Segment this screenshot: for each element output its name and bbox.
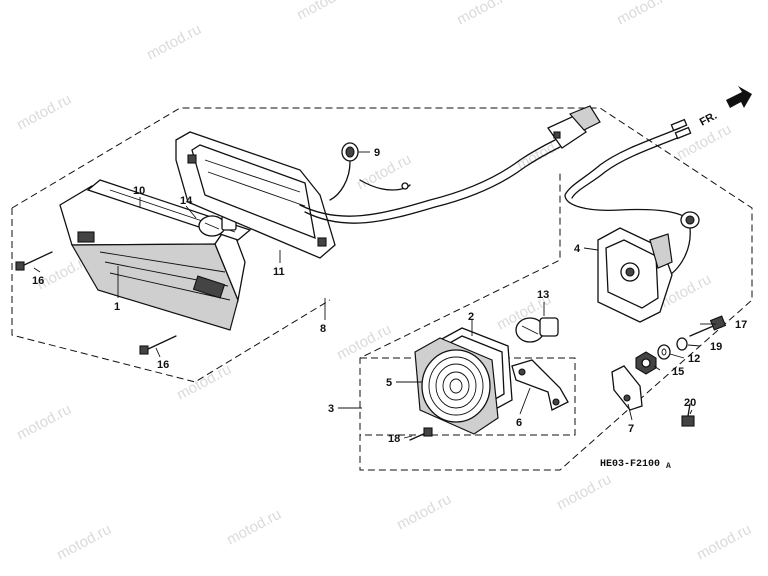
part-12-washer (657, 344, 671, 360)
part-17-bolt (689, 315, 727, 337)
watermark-text: motod.ru (394, 491, 454, 534)
callout-2: 2 (468, 311, 474, 323)
callouts: 1 2 3 4 5 6 7 8 9 10 11 12 13 14 15 16 1… (32, 147, 747, 445)
callout-4: 4 (574, 243, 581, 255)
callout-10: 10 (133, 185, 145, 197)
watermark-text: motod.ru (554, 471, 614, 514)
callout-20: 20 (684, 397, 696, 409)
callout-16: 16 (157, 359, 169, 371)
arrow-icon (726, 86, 752, 108)
wire-harness-left (299, 105, 601, 224)
callout-17: 17 (735, 319, 747, 331)
part-11-housing (175, 131, 336, 259)
watermark-text: motod.ru (694, 521, 754, 564)
watermark-text: motod.ru (614, 0, 674, 29)
part-9-grommet (329, 142, 359, 201)
watermark-text: motod.ru (174, 361, 234, 404)
part-7-bracket (611, 365, 643, 411)
callout-8: 8 (320, 323, 326, 335)
part-19-washer (676, 337, 688, 351)
callout-6: 6 (516, 417, 522, 429)
callout-9: 9 (374, 147, 380, 159)
part-18-screw (409, 427, 433, 441)
watermark-text: motod.ru (14, 401, 74, 444)
part-5-lens (414, 337, 499, 435)
boundary-line (11, 107, 753, 471)
callout-12: 12 (688, 353, 700, 365)
part-20-bolt (681, 403, 695, 427)
watermark-text: motod.ru (454, 0, 514, 29)
watermark-text: motod.ru (224, 506, 284, 549)
boundary-line (11, 208, 331, 383)
callout-5: 5 (386, 377, 392, 389)
part-4-socket-housing (597, 227, 673, 323)
part-16-screw-bottom (139, 335, 177, 355)
callout-15: 15 (672, 366, 684, 378)
assembly-boundaries (11, 107, 753, 471)
callout-16: 16 (32, 275, 44, 287)
part-13-bulb (515, 317, 559, 343)
callout-11: 11 (273, 266, 285, 278)
watermark-text: motod.ru (294, 0, 354, 24)
watermark-text: motod.ru (14, 91, 74, 134)
leader-lines (33, 151, 716, 439)
watermark-text: motod.ru (144, 21, 204, 64)
hardware-set (15, 251, 727, 441)
part-6-bracket (511, 359, 569, 411)
watermark-text: motod.ru (54, 521, 114, 564)
callout-18: 18 (388, 433, 400, 445)
boundary-line (360, 357, 576, 436)
callout-14: 14 (180, 195, 193, 207)
callout-19: 19 (710, 341, 722, 353)
callout-13: 13 (537, 289, 549, 301)
callout-3: 3 (328, 403, 334, 415)
callout-7: 7 (628, 423, 634, 435)
drawing-code-text: HE03-F2100 (600, 459, 660, 470)
callout-1: 1 (114, 301, 120, 313)
watermark-text: motod.ru (334, 321, 394, 364)
drawing-code: HE03-F2100 A (600, 459, 671, 471)
part-1-turn-signal-lens (59, 185, 246, 331)
drawing-code-suffix: A (666, 462, 671, 471)
part-16-screw-top (15, 251, 53, 271)
